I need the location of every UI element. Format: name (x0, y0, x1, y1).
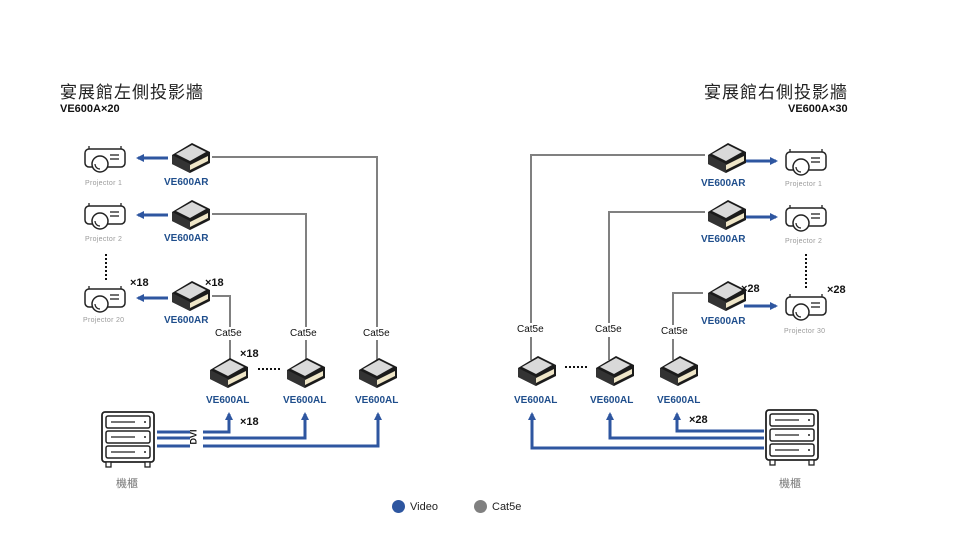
cat5e-line-left-2 (212, 213, 307, 327)
projector-label: Projector 30 (784, 328, 826, 335)
receiver-label: VE600AR (164, 315, 209, 326)
cat5e-line-right-2 (608, 211, 705, 323)
transmitter-label: VE600AL (657, 395, 701, 406)
left-wall-subtitle: VE600A×20 (60, 103, 120, 115)
transmitter-label: VE600AL (355, 395, 399, 406)
video-multiplier: ×18 (240, 416, 259, 428)
cat5e-label: Cat5e (595, 324, 622, 335)
cat5e-label: Cat5e (517, 324, 544, 335)
transmitter-device-icon (359, 358, 397, 388)
legend-swatch-cat5e (474, 500, 487, 513)
video-line-right-tx-1 (528, 412, 764, 450)
transmitter-device-icon (287, 358, 325, 388)
projector-label: Projector 1 (85, 180, 123, 187)
rack-label: 機櫃 (116, 477, 138, 490)
transmitter-device-icon (596, 356, 634, 386)
rack-label: 機櫃 (779, 477, 801, 490)
projector-multiplier: ×18 (130, 277, 149, 289)
transmitter-label: VE600AL (590, 395, 634, 406)
left-wall-title: 宴展館左側投影牆 (60, 83, 204, 103)
cat5e-line-right-3 (672, 292, 703, 325)
transmitter-label: VE600AL (283, 395, 327, 406)
receiver-multiplier: ×18 (205, 277, 224, 289)
legend-label: Cat5e (492, 500, 522, 513)
receiver-label: VE600AR (701, 234, 746, 245)
projector-icon (785, 204, 827, 232)
receiver-label: VE600AR (701, 316, 746, 327)
cat5e-line-left-3 (212, 295, 231, 327)
cat5e-label: Cat5e (363, 328, 390, 339)
projector-label: Projector 1 (785, 181, 823, 188)
cat5e-line-right-1 (530, 154, 705, 323)
projector-multiplier: ×28 (827, 284, 846, 296)
receiver-label: VE600AR (701, 178, 746, 189)
projector-icon (84, 285, 126, 313)
projector-icon (785, 293, 827, 321)
video-line-left-tx-1b (203, 412, 233, 434)
projector-label: Projector 2 (785, 238, 823, 245)
transmitter-multiplier: ×18 (240, 348, 259, 360)
legend-item-cat5e: Cat5e (474, 500, 521, 513)
rack-icon (101, 411, 155, 468)
video-line-left-tx-3b (203, 412, 382, 448)
receiver-multiplier: ×28 (741, 283, 760, 295)
receiver-label: VE600AR (164, 177, 209, 188)
dvi-label: DVI (188, 429, 199, 445)
transmitter-device-icon (210, 358, 248, 388)
transmitter-label: VE600AL (206, 395, 250, 406)
right-wall-title: 宴展館右側投影牆 (704, 83, 848, 103)
cat5e-label: Cat5e (290, 328, 317, 339)
legend-label: Video (410, 500, 438, 513)
video-line-right-tx-3 (673, 412, 764, 433)
projector-label: Projector 20 (83, 317, 125, 324)
video-multiplier: ×28 (689, 414, 708, 426)
video-line-right-tx-2 (606, 412, 764, 440)
receiver-device-icon (172, 143, 210, 173)
receiver-device-icon (708, 143, 746, 173)
projector-icon (785, 148, 827, 176)
projector-label: Projector 2 (85, 236, 123, 243)
video-line-left-tx-2b (203, 412, 309, 440)
transmitter-label: VE600AL (514, 395, 558, 406)
cat5e-label: Cat5e (215, 328, 242, 339)
cat5e-line-left-1 (212, 156, 378, 327)
projector-icon (84, 145, 126, 173)
transmitter-device-icon (518, 356, 556, 386)
cat5e-label: Cat5e (661, 326, 688, 337)
rack-icon (765, 409, 819, 466)
legend-item-video: Video (392, 500, 438, 513)
projector-icon (84, 202, 126, 230)
legend-swatch-video (392, 500, 405, 513)
receiver-device-icon (708, 200, 746, 230)
receiver-device-icon (172, 200, 210, 230)
receiver-label: VE600AR (164, 233, 209, 244)
right-wall-subtitle: VE600A×30 (788, 103, 848, 115)
transmitter-device-icon (660, 356, 698, 386)
